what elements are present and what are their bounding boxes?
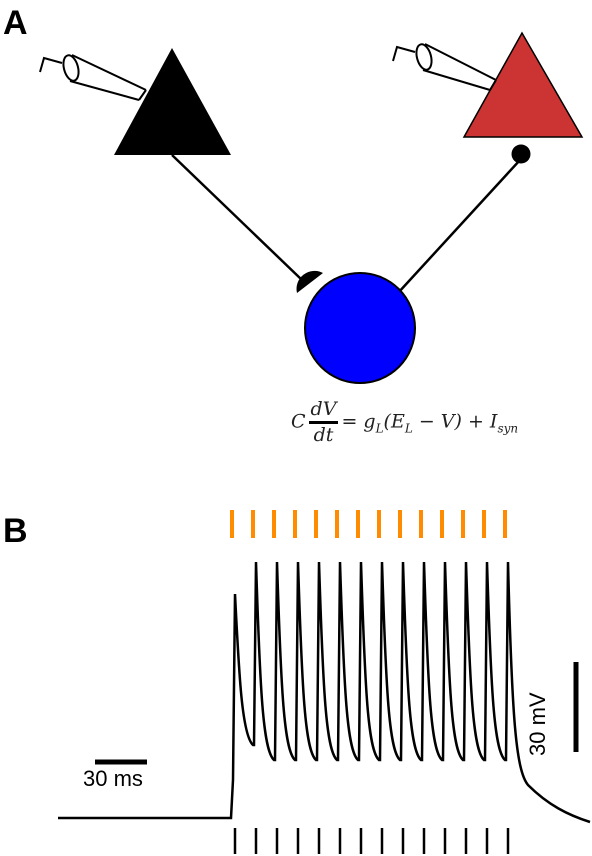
electrode-icon <box>39 54 147 101</box>
output-spike-raster <box>233 828 510 854</box>
excitatory-synapse-icon <box>296 270 323 293</box>
eq-rhs-1-sub: L <box>375 421 384 436</box>
inhibitory-synapse-icon <box>511 144 531 164</box>
eq-numerator: dV <box>308 400 339 424</box>
eq-rhs-3: − V) + I <box>412 410 498 433</box>
excitatory-axon <box>171 154 303 281</box>
voltage-scale-label: 30 mV <box>525 692 550 756</box>
eq-coef: C <box>291 410 306 433</box>
membrane-voltage-trace <box>58 561 591 824</box>
presyn-inhibitory-neuron <box>462 31 584 138</box>
input-spike-train <box>230 510 507 538</box>
panel-label-a: A <box>3 4 28 42</box>
postsyn-neuron <box>304 272 416 384</box>
eq-rhs-3-sub: syn <box>497 421 519 436</box>
presyn-excitatory-neuron <box>114 48 231 155</box>
eq-denominator: dt <box>313 424 334 446</box>
eq-rhs-2: (E <box>383 410 405 433</box>
eq-rhs-2-sub: L <box>404 421 413 436</box>
panel-label-b: B <box>3 512 28 550</box>
time-scale-label: 30 ms <box>83 766 143 791</box>
electrode-icon <box>392 43 497 91</box>
inhibitory-axon <box>397 159 521 294</box>
eq-rhs-1: = g <box>341 410 376 433</box>
